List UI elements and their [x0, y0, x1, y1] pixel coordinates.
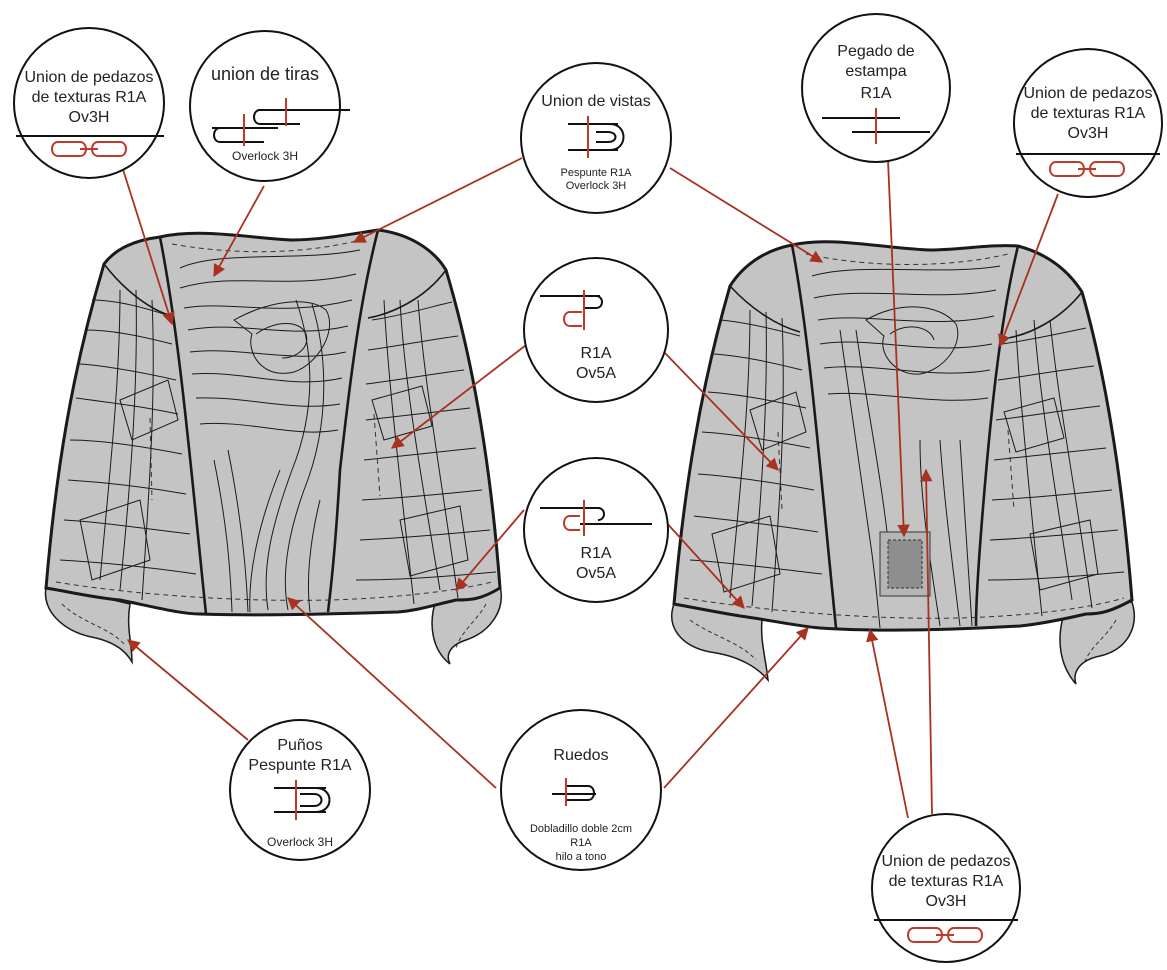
print-stitch-icon: [822, 108, 930, 144]
back-left-cuff: [671, 603, 769, 683]
hem-fold-icon: [552, 778, 596, 806]
callout-vistas-sub-2: Overlock 3H: [566, 180, 627, 192]
back-armhole-right: [1007, 291, 1083, 339]
leader-vistas-back: [669, 167, 824, 263]
callout-estampa-line-3: R1A: [860, 85, 891, 102]
leader-tiras: [213, 185, 265, 278]
callout-tiras: union de tiras Overlock 3H: [189, 30, 350, 182]
back-armhole-left: [729, 285, 801, 333]
front-pocket-left: [149, 417, 153, 501]
callout-ov5a-mid-line-2: Ov5A: [576, 565, 616, 582]
back-pocket-left: [777, 431, 783, 511]
leader-texturas-front: [119, 159, 175, 326]
front-armhole-right: [367, 269, 447, 319]
callout-estampa-line-2: estampa: [845, 63, 906, 80]
callout-texturas-bottom-line-1: Union de pedazos: [882, 853, 1011, 870]
leader-ruedos-front: [287, 597, 497, 789]
back-panel-seam-left: [790, 244, 838, 629]
callout-vistas-sub-1: Pespunte R1A: [561, 167, 633, 179]
leader-texturas-bottom-2: [919, 468, 933, 815]
callout-texturas-bottom-line-2: de texturas R1A: [889, 873, 1004, 890]
callout-texturas-front-line-2: de texturas R1A: [32, 89, 147, 106]
cuff-seam-icon: [274, 780, 331, 820]
leader-ov5a-mid-front: [455, 509, 525, 591]
leader-texturas-back: [998, 193, 1059, 348]
overlock-seam-icon: [874, 919, 1018, 943]
callout-texturas-front: Union de pedazos de texturas R1A Ov3H: [13, 27, 165, 179]
leader-ov5a-top-back: [663, 351, 779, 471]
callout-texturas-bottom: Union de pedazos de texturas R1A Ov3H: [871, 813, 1021, 963]
overlock-seam-icon: [16, 135, 164, 157]
callout-estampa: Pegado de estampa R1A: [801, 13, 951, 163]
back-hem-stitch: [683, 597, 1125, 619]
front-hem-stitch: [55, 581, 493, 601]
callout-texturas-back-line-2: de texturas R1A: [1031, 105, 1146, 122]
callout-texturas-back: Union de pedazos de texturas R1A Ov3H: [1013, 48, 1163, 198]
front-left-cuff: [44, 587, 133, 665]
front-neck-stitch: [171, 237, 369, 253]
leader-estampa: [887, 159, 910, 538]
callout-ruedos-line-1: Ruedos: [553, 747, 608, 764]
back-panel-seam-right: [974, 245, 1020, 627]
front-cuff-stitch-left: [61, 603, 125, 645]
leader-ruedos-back: [663, 627, 809, 789]
callout-ruedos: Ruedos Dobladillo doble 2cm R1A hilo a t…: [500, 709, 662, 871]
callout-ov5a-mid: R1A Ov5A: [523, 457, 669, 603]
callout-texturas-front-line-3: Ov3H: [69, 109, 110, 126]
callout-punos-line-2: Pespunte R1A: [248, 757, 352, 774]
callout-tiras-line-1: union de tiras: [211, 64, 319, 84]
leader-vistas-front: [352, 157, 523, 243]
leader-lines: [119, 157, 1059, 819]
callout-texturas-back-line-3: Ov3H: [1068, 125, 1109, 142]
callout-ruedos-sub-3: hilo a tono: [556, 851, 607, 863]
callout-texturas-front-line-1: Union de pedazos: [25, 69, 154, 86]
back-cuff-stitch-right: [1083, 619, 1117, 665]
back-texture-lines: [689, 265, 1125, 629]
callout-ov5a-mid-line-1: R1A: [580, 545, 611, 562]
leader-ov5a-top-front: [391, 341, 531, 449]
safety-stitch-icon: [540, 290, 603, 330]
front-right-cuff: [431, 585, 502, 665]
back-pocket-right: [1007, 429, 1015, 511]
strip-join-icon: [212, 98, 350, 146]
callout-punos-sub-1: Overlock 3H: [267, 835, 333, 849]
back-neck-stitch: [805, 253, 1009, 265]
callout-punos: Puños Pespunte R1A Overlock 3H: [229, 719, 371, 861]
front-panel-seam-left: [158, 236, 208, 615]
leader-ov5a-mid-back: [663, 519, 745, 609]
front-panel-seam-right: [326, 229, 380, 613]
callout-vistas: Union de vistas Pespunte R1A Overlock 3H: [520, 62, 672, 214]
callout-estampa-line-1: Pegado de: [837, 43, 915, 60]
callout-tiras-sub-1: Overlock 3H: [232, 149, 298, 163]
jacket-front: [44, 228, 502, 665]
callout-punos-line-1: Puños: [277, 737, 322, 754]
callout-ruedos-sub-1: Dobladillo doble 2cm: [530, 823, 632, 835]
callout-ruedos-sub-2: R1A: [570, 837, 592, 849]
callout-texturas-back-line-1: Union de pedazos: [1024, 85, 1153, 102]
callout-ov5a-top-line-1: R1A: [580, 345, 611, 362]
leader-texturas-bottom-1: [866, 628, 909, 819]
jacket-back: [671, 240, 1135, 685]
safety-stitch-icon: [540, 500, 652, 536]
callout-vistas-line-1: Union de vistas: [541, 93, 650, 110]
print-patch: [887, 539, 923, 589]
callout-ov5a-top: R1A Ov5A: [523, 257, 669, 403]
back-cuff-stitch-left: [689, 619, 757, 661]
facing-seam-icon: [568, 116, 625, 158]
callout-ov5a-top-line-2: Ov5A: [576, 365, 616, 382]
callout-texturas-bottom-line-3: Ov3H: [926, 893, 967, 910]
overlock-seam-icon: [1016, 153, 1160, 177]
front-pocket-right: [373, 413, 381, 497]
front-texture-lines: [59, 249, 497, 613]
leader-punos: [127, 639, 249, 741]
